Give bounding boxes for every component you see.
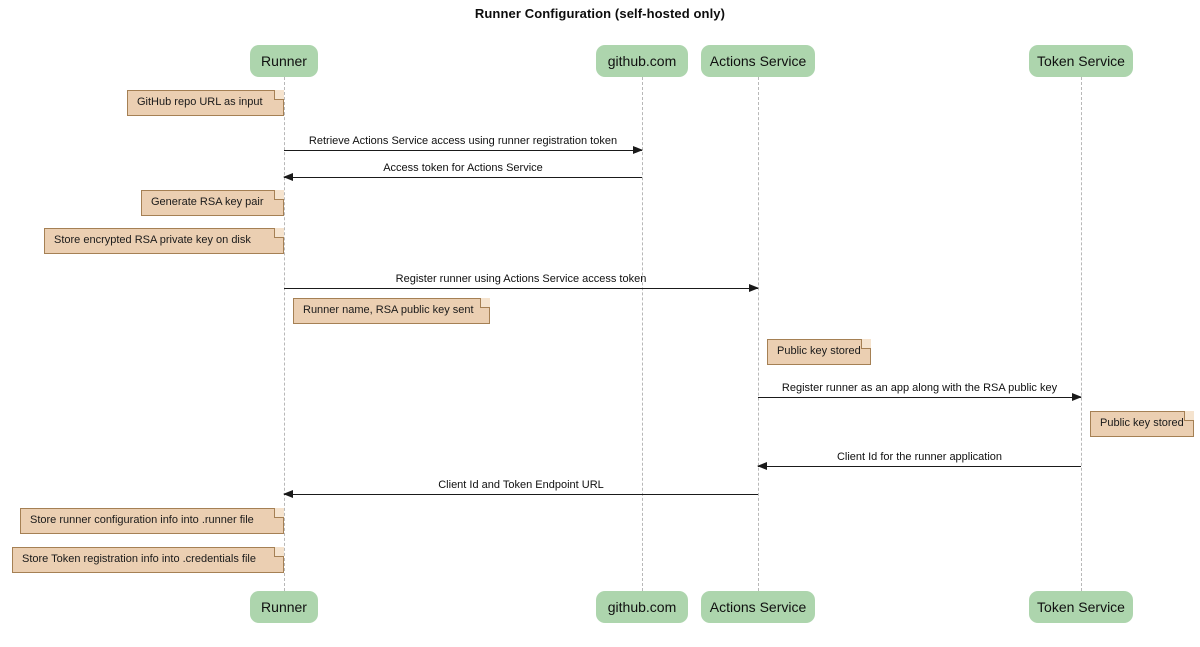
msg-register-runner-as-app[interactable]: Register runner as an app along with the… xyxy=(758,382,1082,401)
note-text: Public key stored xyxy=(777,345,861,357)
participant-label: Token Service xyxy=(1037,53,1125,69)
note-text: Store runner configuration info into .ru… xyxy=(30,514,254,526)
participant-label: Token Service xyxy=(1037,599,1125,615)
lifeline-runner xyxy=(284,77,285,591)
arrowhead-icon xyxy=(283,172,293,181)
msg-access-token[interactable]: Access token for Actions Service xyxy=(283,162,642,181)
participant-label: Runner xyxy=(261,599,307,615)
note-fold-corner-icon xyxy=(861,339,871,349)
msg-register-runner[interactable]: Register runner using Actions Service ac… xyxy=(284,273,759,292)
note-public-key-stored-1[interactable]: Public key stored xyxy=(767,339,871,365)
note-fold-corner-icon xyxy=(274,190,284,200)
lifeline-actions xyxy=(758,77,759,591)
participant-label: github.com xyxy=(607,53,677,69)
note-fold-corner-icon xyxy=(274,90,284,100)
message-label: Client Id and Token Endpoint URL xyxy=(438,479,604,491)
participant-actions-top[interactable]: Actions Service xyxy=(701,45,815,77)
note-fold-corner-icon xyxy=(274,547,284,557)
page-title: Runner Configuration (self-hosted only) xyxy=(474,6,726,21)
message-line xyxy=(284,177,642,178)
message-label: Access token for Actions Service xyxy=(383,162,543,174)
note-store-private-key[interactable]: Store encrypted RSA private key on disk xyxy=(44,228,284,254)
note-text: GitHub repo URL as input xyxy=(137,96,263,108)
participant-label: Runner xyxy=(261,53,307,69)
lifeline-token xyxy=(1081,77,1082,591)
message-line xyxy=(284,150,642,151)
lifeline-github xyxy=(642,77,643,591)
arrowhead-icon xyxy=(283,489,293,498)
participant-label: github.com xyxy=(607,599,677,615)
participant-runner-bottom[interactable]: Runner xyxy=(250,591,318,623)
msg-client-id-token-endpoint[interactable]: Client Id and Token Endpoint URL xyxy=(283,479,758,498)
arrowhead-icon xyxy=(757,461,767,470)
note-fold-corner-icon xyxy=(274,228,284,238)
note-text: Runner name, RSA public key sent xyxy=(303,304,474,316)
note-text: Generate RSA key pair xyxy=(151,196,264,208)
note-fold-corner-icon xyxy=(480,298,490,308)
note-store-runner-config[interactable]: Store runner configuration info into .ru… xyxy=(20,508,284,534)
message-line xyxy=(758,466,1081,467)
note-github-repo-url[interactable]: GitHub repo URL as input xyxy=(127,90,284,116)
msg-retrieve-actions-access[interactable]: Retrieve Actions Service access using ru… xyxy=(284,135,643,154)
arrowhead-icon xyxy=(633,145,643,154)
arrowhead-icon xyxy=(749,283,759,292)
arrowhead-icon xyxy=(1072,392,1082,401)
participant-token-top[interactable]: Token Service xyxy=(1029,45,1133,77)
participant-github-bottom[interactable]: github.com xyxy=(596,591,688,623)
participant-runner-top[interactable]: Runner xyxy=(250,45,318,77)
message-label: Retrieve Actions Service access using ru… xyxy=(308,135,618,147)
message-label: Register runner using Actions Service ac… xyxy=(395,273,647,285)
note-public-key-stored-2[interactable]: Public key stored xyxy=(1090,411,1194,437)
participant-label: Actions Service xyxy=(709,599,807,615)
note-fold-corner-icon xyxy=(1184,411,1194,421)
note-text: Store encrypted RSA private key on disk xyxy=(54,234,251,246)
note-runner-name-pubkey[interactable]: Runner name, RSA public key sent xyxy=(293,298,490,324)
note-text: Public key stored xyxy=(1100,417,1184,429)
participant-token-bottom[interactable]: Token Service xyxy=(1029,591,1133,623)
note-store-token-reg[interactable]: Store Token registration info into .cred… xyxy=(12,547,284,573)
msg-client-id-runner-app[interactable]: Client Id for the runner application xyxy=(757,451,1081,470)
message-line xyxy=(284,494,758,495)
note-fold-corner-icon xyxy=(274,508,284,518)
message-line xyxy=(284,288,758,289)
note-text: Store Token registration info into .cred… xyxy=(22,553,256,565)
message-label: Register runner as an app along with the… xyxy=(781,382,1058,394)
participant-actions-bottom[interactable]: Actions Service xyxy=(701,591,815,623)
message-line xyxy=(758,397,1081,398)
participant-label: Actions Service xyxy=(709,53,807,69)
message-label: Client Id for the runner application xyxy=(836,451,1003,463)
note-generate-rsa[interactable]: Generate RSA key pair xyxy=(141,190,284,216)
participant-github-top[interactable]: github.com xyxy=(596,45,688,77)
